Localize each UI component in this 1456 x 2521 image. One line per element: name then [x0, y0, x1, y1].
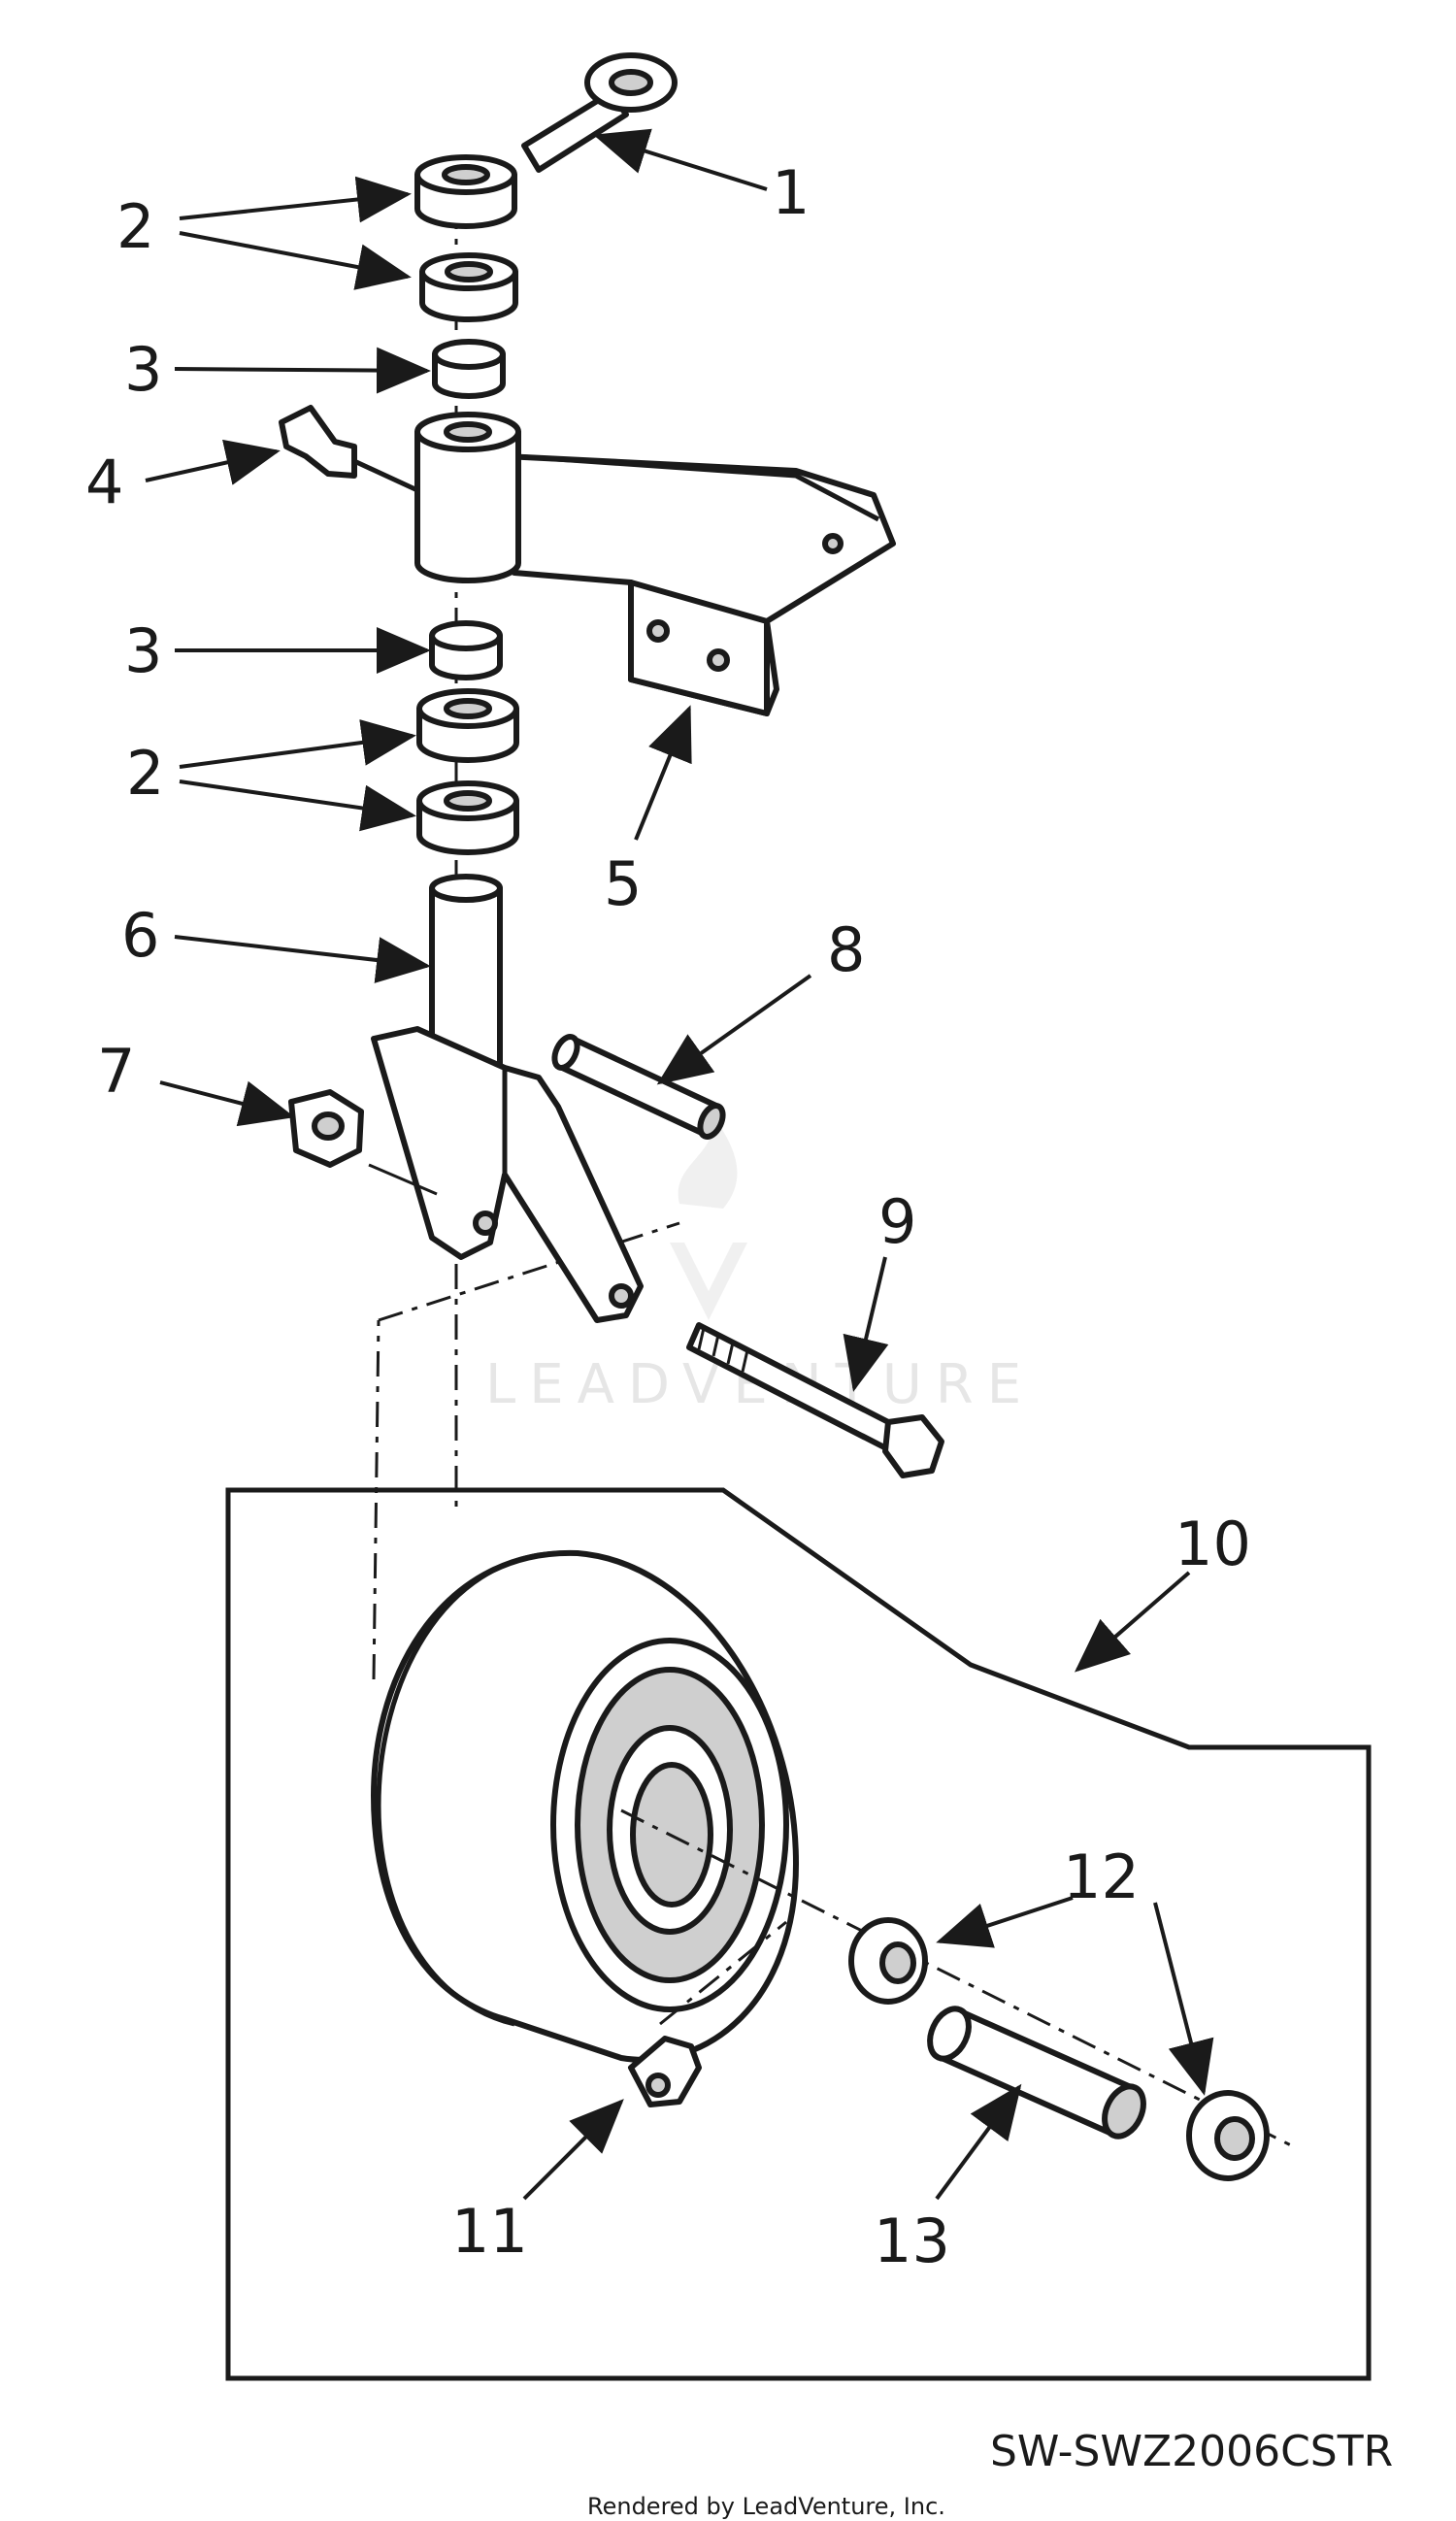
- callout-9: 9: [878, 1186, 916, 1257]
- part-6-caster-fork: [371, 874, 644, 1323]
- part-3-spacer-upper: [432, 339, 506, 399]
- part-12-bearing-b: [1186, 2090, 1270, 2181]
- pivot-axis-line: [378, 1221, 680, 1322]
- callout-7: 7: [97, 1036, 135, 1107]
- part-2-bearing-upper-b: [419, 252, 518, 322]
- credit-line: Rendered by LeadVenture, Inc.: [587, 2493, 945, 2520]
- callout-12: 12: [1063, 1841, 1140, 1912]
- callout-3-upper: 3: [124, 334, 162, 405]
- part-2-bearing-lower-a: [416, 688, 519, 763]
- callout-13: 13: [874, 2206, 950, 2276]
- callout-2-upper: 2: [116, 191, 154, 262]
- callout-11: 11: [451, 2196, 528, 2267]
- part-9-bolt: [686, 1322, 944, 1478]
- part-13-axle-tube: [927, 2006, 1146, 2140]
- leader-arrows: [145, 128, 1214, 2201]
- part-10-wheel-tire: [371, 1549, 799, 2063]
- diagram-code: SW-SWZ2006CSTR: [990, 2427, 1393, 2476]
- callout-1: 1: [772, 157, 810, 228]
- callout-5: 5: [604, 848, 642, 919]
- part-11-grease-fitting: [628, 2036, 702, 2107]
- callout-8: 8: [827, 914, 865, 985]
- watermark-logo: [670, 1116, 747, 1320]
- callout-4: 4: [85, 447, 123, 517]
- part-4-grease-fitting: [279, 405, 419, 493]
- part-10-wheel-assembly-outline: [225, 1487, 1372, 2381]
- callout-2-lower: 2: [126, 738, 164, 809]
- callout-10: 10: [1175, 1509, 1251, 1579]
- callout-3-lower: 3: [124, 615, 162, 686]
- part-3-spacer-lower: [429, 620, 503, 680]
- callout-labels: 1 2 3 4 3 2 5 6 7 8 9 10 11 12 13: [85, 157, 1251, 2276]
- part-8-spacer-tube: [551, 1034, 726, 1140]
- part-2-bearing-lower-b: [416, 780, 519, 855]
- wheel-axis-line: [372, 1319, 381, 1680]
- part-7-lock-nut: [288, 1089, 438, 1196]
- part-1-pin: [521, 52, 678, 173]
- part-5-caster-bracket: [414, 412, 896, 716]
- part-12-bearing-a: [848, 1917, 928, 2005]
- part-2-bearing-upper-a: [414, 154, 517, 229]
- callout-6: 6: [121, 900, 159, 971]
